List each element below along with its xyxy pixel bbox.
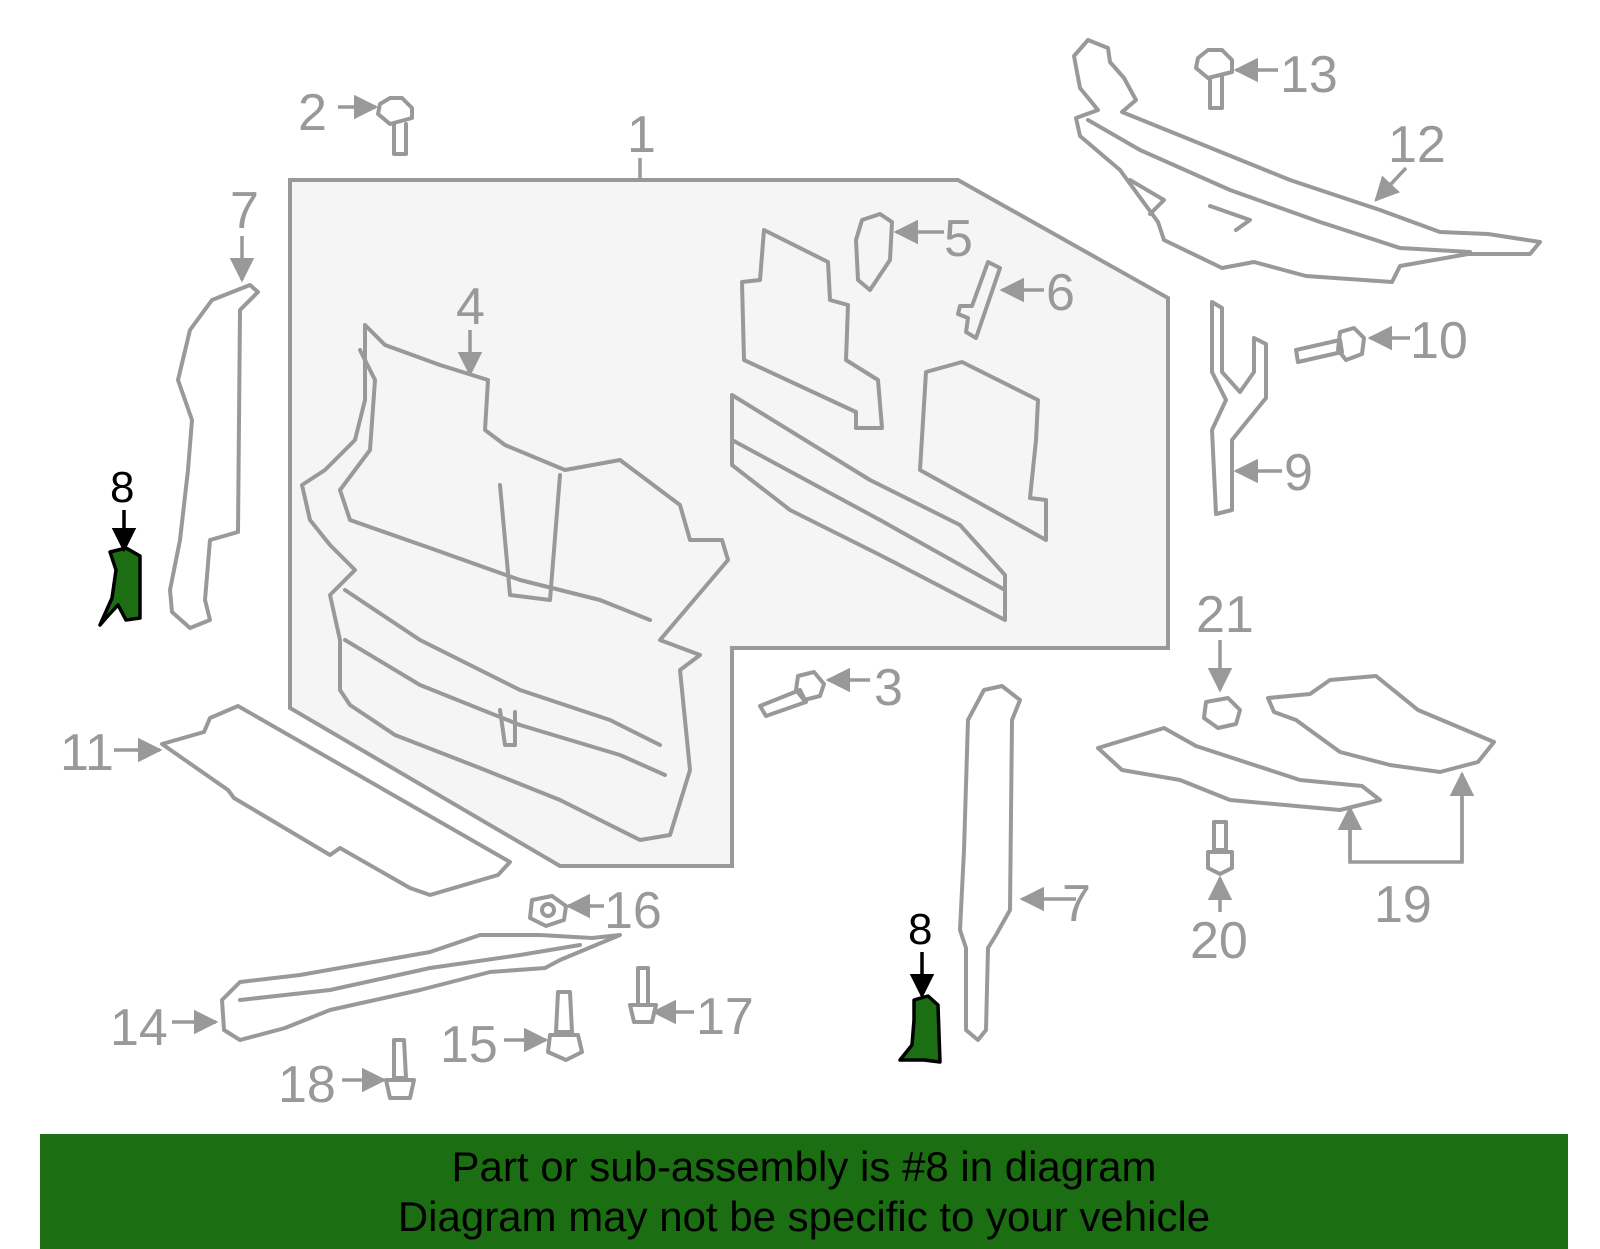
callout-7-right: 7 [1062, 875, 1091, 933]
callout-19: 19 [1374, 876, 1432, 934]
callout-4: 4 [456, 278, 485, 336]
callout-8-right[interactable]: 8 [908, 905, 932, 954]
lower-seal-strip [730, 393, 1007, 622]
deflector-bracket-part-8-right[interactable] [898, 994, 942, 1064]
nut-part-16 [528, 894, 568, 928]
callout-17: 17 [696, 988, 754, 1046]
banner-line-1: Part or sub-assembly is #8 in diagram [451, 1143, 1157, 1190]
bolt-part-20 [1206, 820, 1234, 876]
stud-part-15 [546, 990, 584, 1062]
callout-3: 3 [874, 659, 903, 717]
callout-5: 5 [944, 210, 973, 268]
callout-20: 20 [1190, 912, 1248, 970]
callout-15: 15 [440, 1016, 498, 1074]
deflector-bracket-part-8-left[interactable] [98, 546, 142, 627]
leader-arrows [111, 57, 1475, 1093]
bolt-part-2 [376, 96, 414, 156]
air-deflector-part-4 [300, 323, 730, 842]
strip-part-6 [956, 260, 1002, 340]
side-bracket-part-7-left [168, 283, 260, 630]
assembly-outline-part-1 [288, 178, 1170, 868]
callout-11: 11 [60, 724, 114, 782]
callout-8-left[interactable]: 8 [110, 463, 134, 512]
callout-16: 16 [604, 882, 662, 940]
banner-line-2: Diagram may not be specific to your vehi… [397, 1193, 1211, 1240]
callout-10: 10 [1410, 312, 1468, 370]
upper-cover-part-12 [1072, 38, 1542, 284]
bolt-part-13 [1194, 48, 1234, 110]
bolt-part-3 [758, 670, 826, 718]
bracket-part-5 [854, 212, 894, 292]
bracket-part-9 [1210, 300, 1268, 516]
upper-seal-panel [740, 228, 884, 430]
callout-6: 6 [1046, 264, 1075, 322]
lower-shield-part-11 [160, 704, 512, 897]
callout-18: 18 [278, 1056, 336, 1114]
clip-part-17 [628, 966, 658, 1024]
callout-9: 9 [1284, 444, 1313, 502]
splash-shield-part-14 [220, 933, 622, 1042]
callout-2: 2 [298, 84, 327, 142]
callout-14: 14 [110, 999, 168, 1057]
callout-1: 1 [627, 106, 656, 164]
nut-part-21 [1202, 696, 1242, 730]
callout-12: 12 [1388, 116, 1446, 174]
clip-part-18 [384, 1038, 416, 1100]
callout-21: 21 [1196, 586, 1254, 644]
info-banner: Part or sub-assembly is #8 in diagram Di… [40, 1134, 1568, 1249]
right-seal-panel [918, 360, 1048, 542]
callout-13: 13 [1280, 46, 1338, 104]
bolt-part-10 [1294, 326, 1366, 364]
side-bracket-part-7-right [958, 684, 1022, 1042]
callout-7-left: 7 [230, 182, 259, 240]
seal-strip-line [730, 438, 1007, 592]
lower-shields-part-19 [1096, 674, 1496, 864]
